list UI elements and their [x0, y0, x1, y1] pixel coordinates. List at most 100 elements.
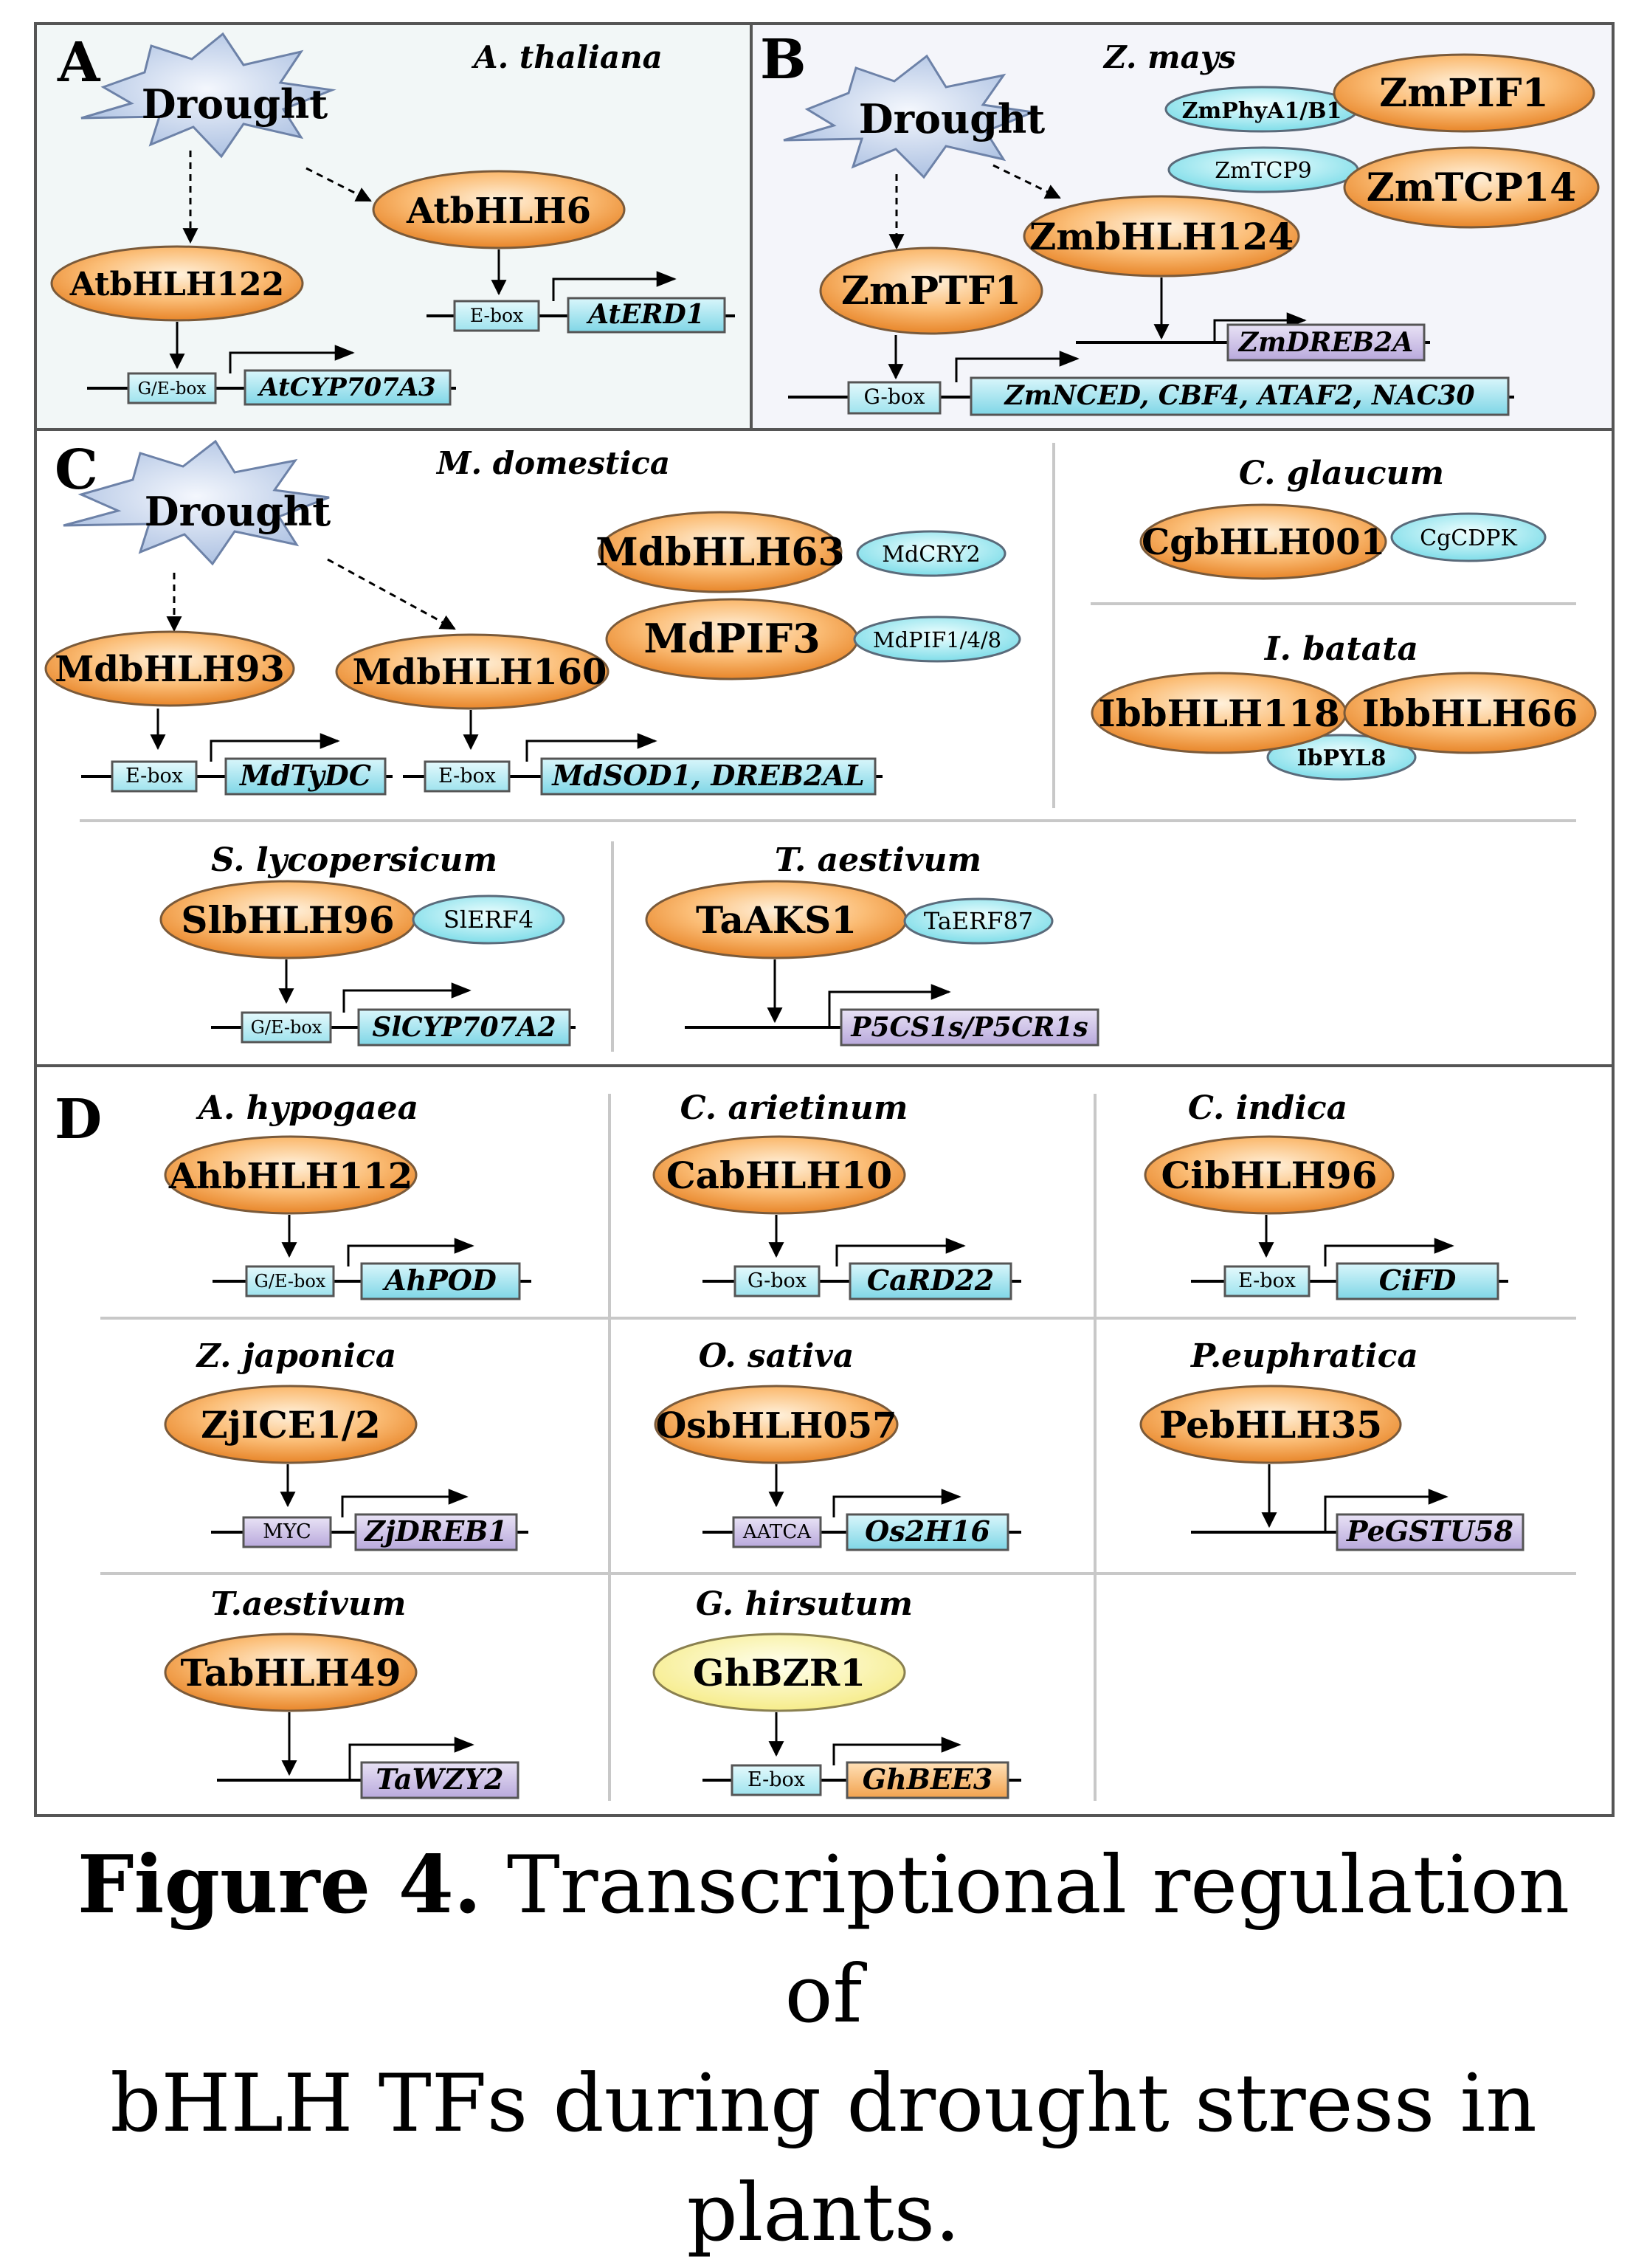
panel-b-letter: B [760, 28, 807, 92]
tf-ellipse-a2 [50, 245, 304, 322]
d-gene-label: Os2H16 [865, 1514, 990, 1548]
caption-line-2: bHLH TFs during drought stress in plants… [110, 2058, 1537, 2259]
d-species: C. arietinum [680, 1089, 908, 1127]
int-ellipse-c-b [853, 616, 1021, 663]
caption-line-1: Figure 4. Transcriptional regulation of [44, 1830, 1603, 2050]
gene-label-a2: AtCYP707A3 [257, 373, 435, 402]
d-tss [835, 1238, 966, 1266]
d-tf-label: OsbHLH057 [655, 1405, 897, 1447]
tss-b2 [955, 351, 1080, 382]
box-a1 [453, 300, 540, 332]
box-b2 [847, 381, 942, 415]
sl-tss [342, 982, 472, 1013]
drought-burst-c [63, 439, 330, 566]
arrow-b-dashed-2 [992, 164, 1061, 199]
ta-species: T. aestivum [775, 841, 981, 879]
box-label-a2: G/E-box [138, 379, 207, 399]
gene-label-b1: ZmDREB2A [1237, 327, 1413, 358]
ta-int-label: TaERF87 [924, 907, 1033, 935]
int-label-b2: ZmTCP9 [1215, 158, 1312, 184]
arrow-c-dashed-2 [327, 558, 456, 630]
d-tf-label: GhBZR1 [693, 1651, 866, 1695]
sl-int-label: SlERF4 [443, 906, 534, 934]
gene-b2 [970, 376, 1510, 416]
sl-gene [357, 1008, 571, 1047]
tf-label-a2: AtbHLH122 [69, 266, 284, 303]
tf-label-b2: ZmPTF1 [841, 269, 1021, 314]
d-tss [1324, 1238, 1454, 1266]
cg-int-ellipse [1390, 512, 1547, 562]
tf-ellipse-c1 [44, 630, 295, 707]
tf-ellipse-b-b [1343, 146, 1600, 229]
tf-label-b-b: ZmTCP14 [1367, 165, 1577, 210]
gene-label-a1: AtERD1 [586, 299, 705, 330]
cg-int-label: CgCDPK [1420, 525, 1517, 551]
d-tf-ellipse [652, 1135, 906, 1215]
d-tf-label: TabHLH49 [181, 1651, 401, 1695]
drought-burst-b [783, 54, 1037, 179]
ib-tf1-label: IbbHLH118 [1098, 692, 1339, 735]
d-box-label: AATCA [742, 1521, 812, 1543]
d-tf-ellipse [1144, 1135, 1395, 1215]
d-tf-label: PebHLH35 [1159, 1403, 1382, 1447]
d-box-label: MYC [263, 1520, 311, 1543]
panel-a-species: A. thaliana [471, 39, 663, 75]
gene-b1 [1226, 323, 1426, 362]
drought-label-b: Drought [859, 95, 1046, 142]
d-tss [348, 1737, 474, 1780]
d-gene [849, 1262, 1012, 1300]
box-label-b2: G-box [864, 385, 925, 409]
d-tf-ellipse [654, 1385, 899, 1464]
d-gene [354, 1513, 518, 1551]
panel-b-species: Z. mays [1102, 39, 1236, 75]
d-species: P.euphratica [1190, 1337, 1418, 1375]
gene-label-b2: ZmNCED, CBF4, ATAF2, NAC30 [1003, 380, 1474, 411]
ib-species: I. batata [1263, 630, 1418, 668]
d-tss [1324, 1489, 1449, 1532]
d-gene-label: AhPOD [382, 1264, 497, 1297]
sl-species: S. lycopersicum [211, 841, 497, 879]
int-label-b1: ZmPhyA1/B1 [1182, 98, 1342, 124]
int-label-c-b: MdPIF1/4/8 [873, 627, 1001, 652]
d-tss [347, 1238, 474, 1266]
d-gene-label: GhBEE3 [863, 1762, 993, 1796]
tf-label-c-b: MdPIF3 [643, 615, 820, 662]
d-species: T.aestivum [211, 1585, 407, 1623]
box-c1 [111, 760, 198, 793]
d-gene [360, 1262, 521, 1300]
tss-a1 [552, 271, 677, 301]
drought-label-c: Drought [145, 488, 331, 535]
cg-tf-label: CgbHLH001 [1142, 522, 1385, 563]
d-gene [846, 1513, 1009, 1551]
d-tss [341, 1489, 469, 1517]
ib-tf2-ellipse [1343, 672, 1597, 754]
cg-species: C. glaucum [1239, 455, 1444, 492]
drought-label-a: Drought [142, 80, 328, 128]
sl-tf-label: SlbHLH96 [181, 898, 394, 942]
tf-ellipse-b-a [1333, 53, 1595, 133]
d-species: G. hirsutum [696, 1585, 913, 1623]
gene-label-c2: MdSOD1, DREB2AL [550, 759, 864, 792]
tf-label-b1: ZmbHLH124 [1029, 215, 1294, 258]
d-gene [360, 1761, 519, 1799]
d-box-label: G/E-box [255, 1271, 326, 1292]
d-tss [832, 1737, 961, 1765]
caption-text-1: Transcriptional regulation of [506, 1839, 1570, 2041]
ib-int-label: IbPYL8 [1297, 745, 1387, 771]
box-label-c2: E-box [438, 765, 496, 787]
d-gene-label: CaRD22 [867, 1264, 994, 1297]
ta-gene-label: P5CS1s/P5CR1s [850, 1012, 1088, 1043]
int-ellipse-c-a [856, 530, 1006, 577]
tss-c2 [525, 733, 657, 762]
d-gene [1336, 1262, 1499, 1300]
d-tss [832, 1489, 961, 1517]
sl-gene-label: SlCYP707A2 [372, 1012, 556, 1043]
tss-c1 [210, 733, 340, 762]
d-species: C. indica [1188, 1089, 1347, 1127]
tf-ellipse-c2 [335, 633, 610, 710]
d-species: A. hypogaea [196, 1089, 418, 1127]
sl-box [241, 1011, 332, 1044]
d-tf-ellipse [652, 1633, 906, 1712]
box-label-a1: E-box [470, 305, 523, 326]
box-label-c1: E-box [125, 765, 183, 787]
